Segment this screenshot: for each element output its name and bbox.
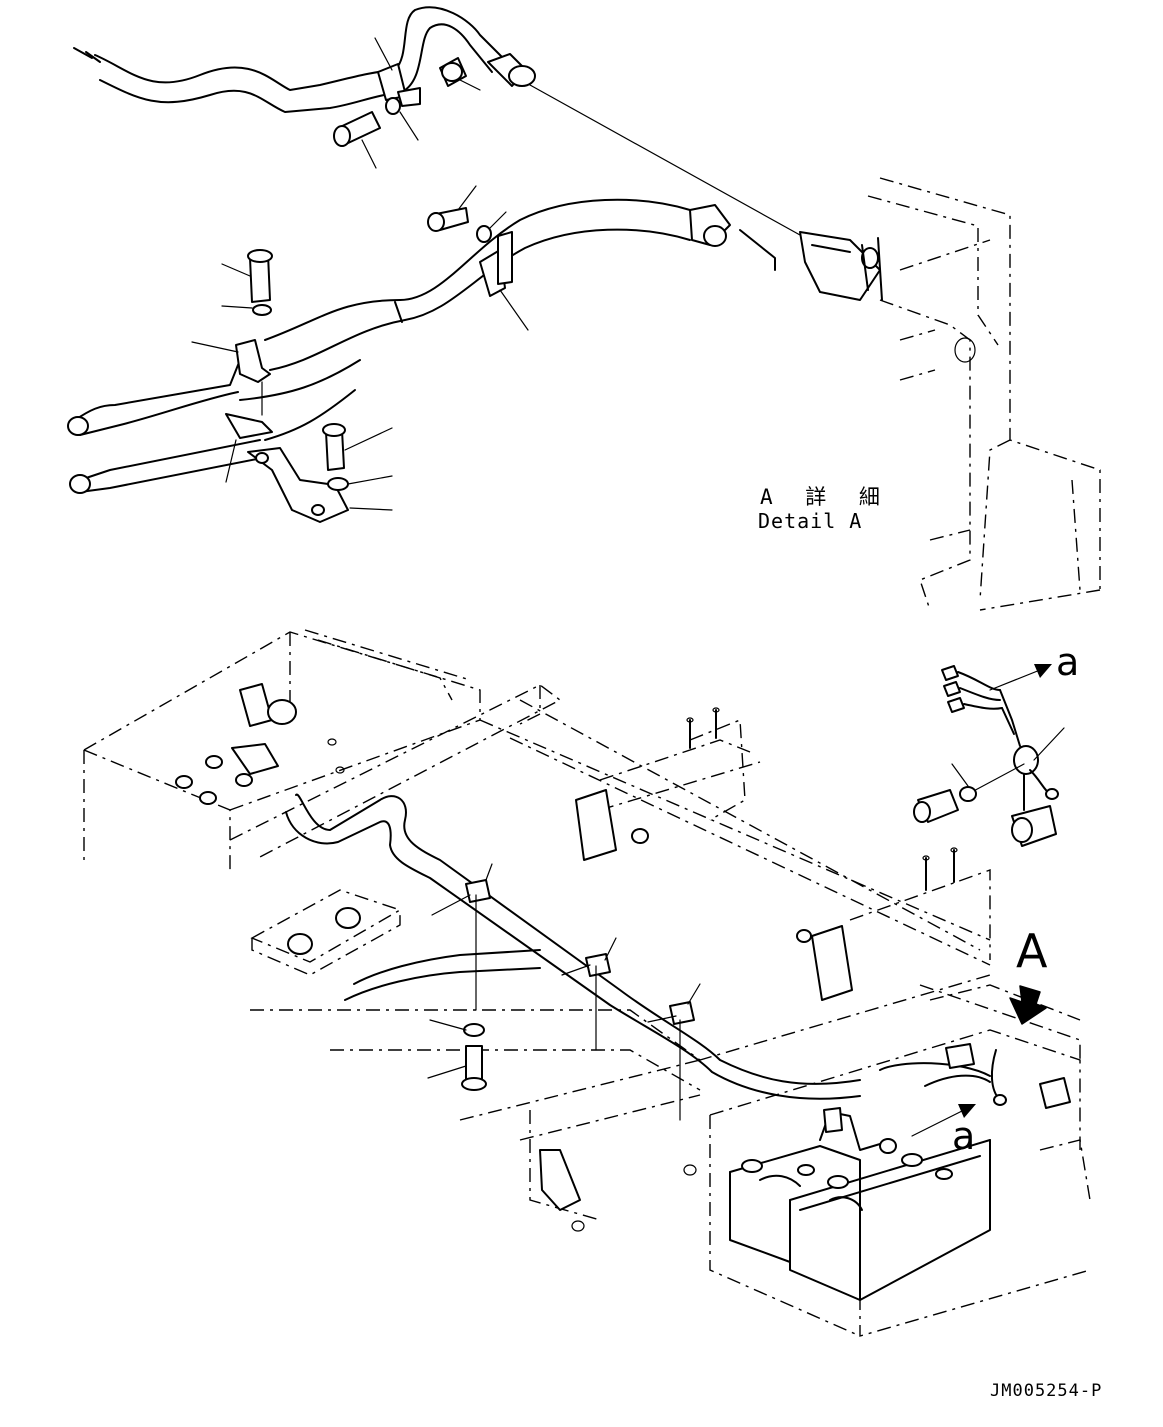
detail-title-en: Detail A <box>758 509 863 533</box>
connector-a-bottom-label: a <box>952 1114 976 1158</box>
detail-a-frame <box>867 177 1101 611</box>
arrow-icon <box>989 664 1052 691</box>
detail-a-cable-assembly <box>67 6 883 523</box>
harness-detail-a <box>913 665 1065 847</box>
connector-arrow-icon <box>911 1104 976 1137</box>
detail-title-jp: A 詳 細 <box>760 485 890 509</box>
machine-frame-main-view <box>83 629 1091 1337</box>
view-letter-label: A <box>1016 924 1048 978</box>
view-arrow-icon <box>1009 985 1047 1025</box>
connector-a-top-label: a <box>1056 640 1080 684</box>
drawing-number: JM005254-P <box>990 1381 1103 1401</box>
